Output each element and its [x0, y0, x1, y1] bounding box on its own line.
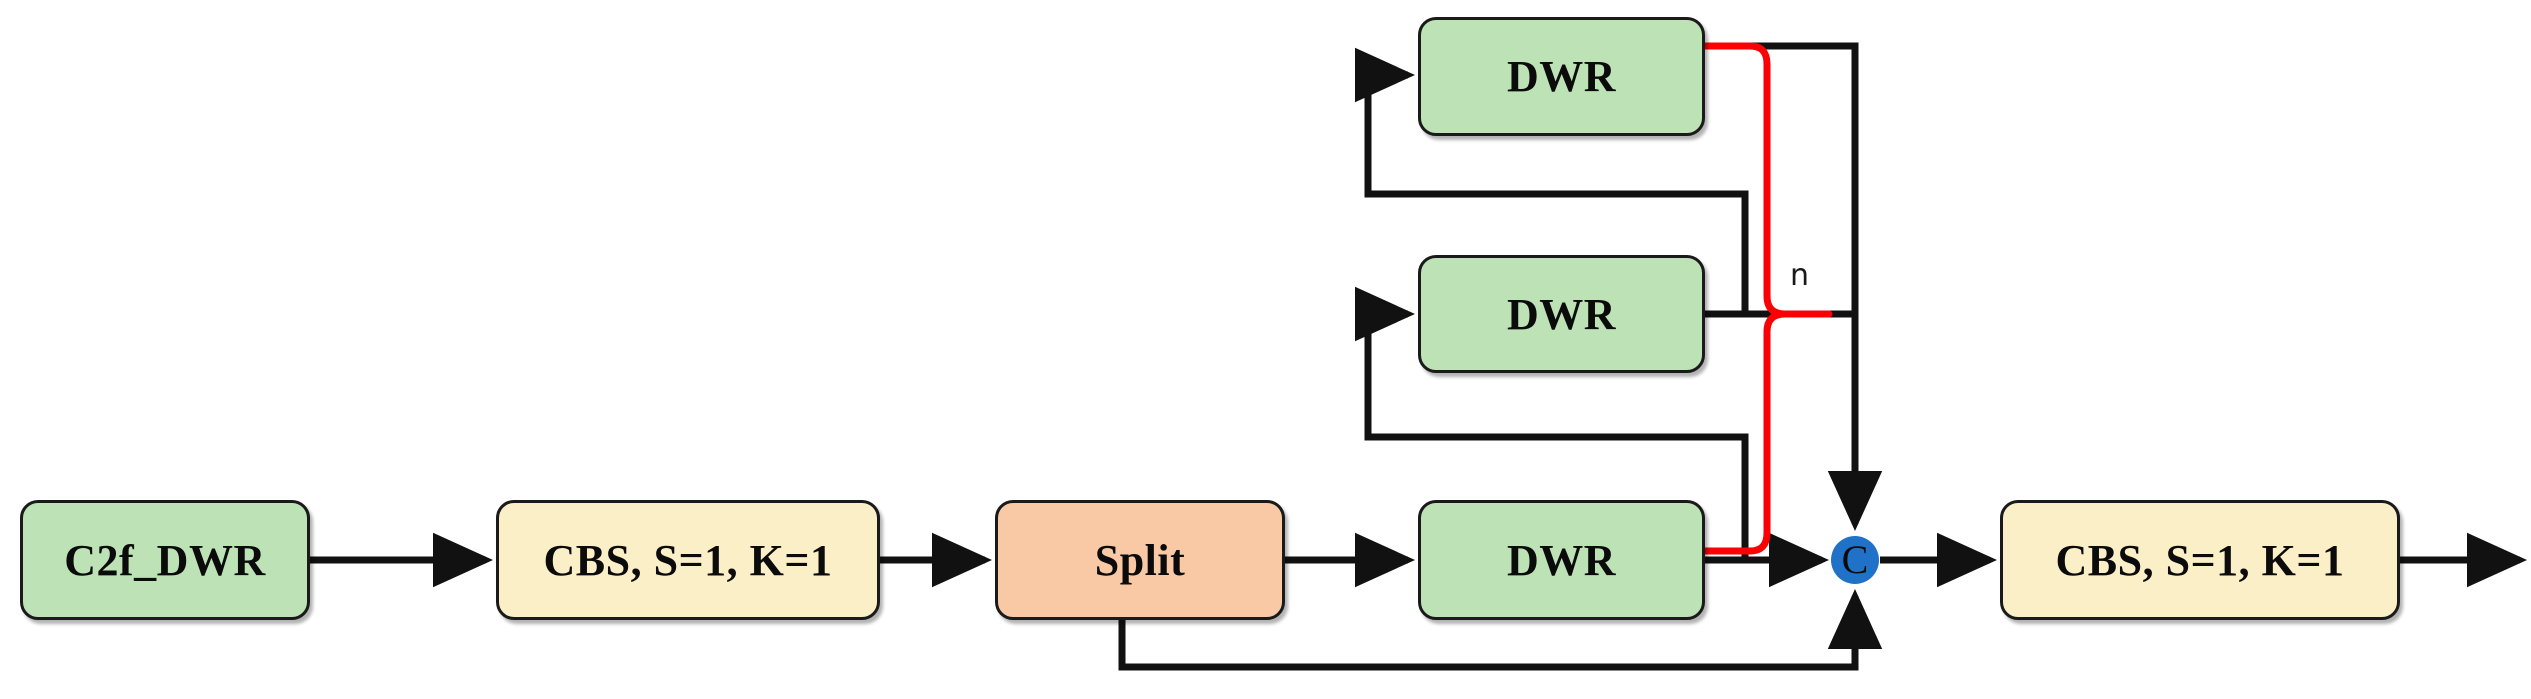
node-cbs-right[interactable]: CBS, S=1, K=1	[2000, 500, 2400, 620]
concat-label: C	[1841, 537, 1869, 582]
node-label-dwr-top: DWR	[1506, 52, 1617, 101]
node-cbs-left[interactable]: CBS, S=1, K=1	[496, 500, 880, 620]
wire-split-bypass-to-concat	[1118, 588, 1883, 671]
node-label-cbs-right: CBS, S=1, K=1	[2055, 535, 2345, 585]
wire-residual-highlight	[1701, 310, 1833, 555]
repeat-count-value: n	[1790, 258, 1810, 293]
concat-node[interactable]: C	[1831, 536, 1879, 584]
node-split[interactable]: Split	[995, 500, 1285, 620]
node-label-cbs-left: CBS, S=1, K=1	[543, 535, 833, 585]
node-label-split: Split	[1094, 535, 1186, 585]
repeat-count-label: n	[1790, 258, 1809, 293]
node-dwr-middle[interactable]: DWR	[1418, 255, 1705, 373]
wire-residual-highlight-upper	[1701, 42, 1789, 318]
node-label-c2f-dwr: C2f_DWR	[64, 535, 266, 585]
node-label-dwr-middle: DWR	[1506, 289, 1617, 339]
wire-dwrbottom-to-dwrmiddle	[1354, 286, 1749, 560]
node-c2f-dwr[interactable]: C2f_DWR	[20, 500, 310, 620]
wire-dwrmiddle-to-dwrtop	[1354, 47, 1749, 314]
node-label-dwr-bottom: DWR	[1506, 535, 1617, 585]
node-dwr-bottom[interactable]: DWR	[1418, 500, 1705, 620]
wire-dwrtop-to-concat	[1705, 42, 1883, 532]
node-dwr-top[interactable]: DWR	[1418, 17, 1705, 136]
